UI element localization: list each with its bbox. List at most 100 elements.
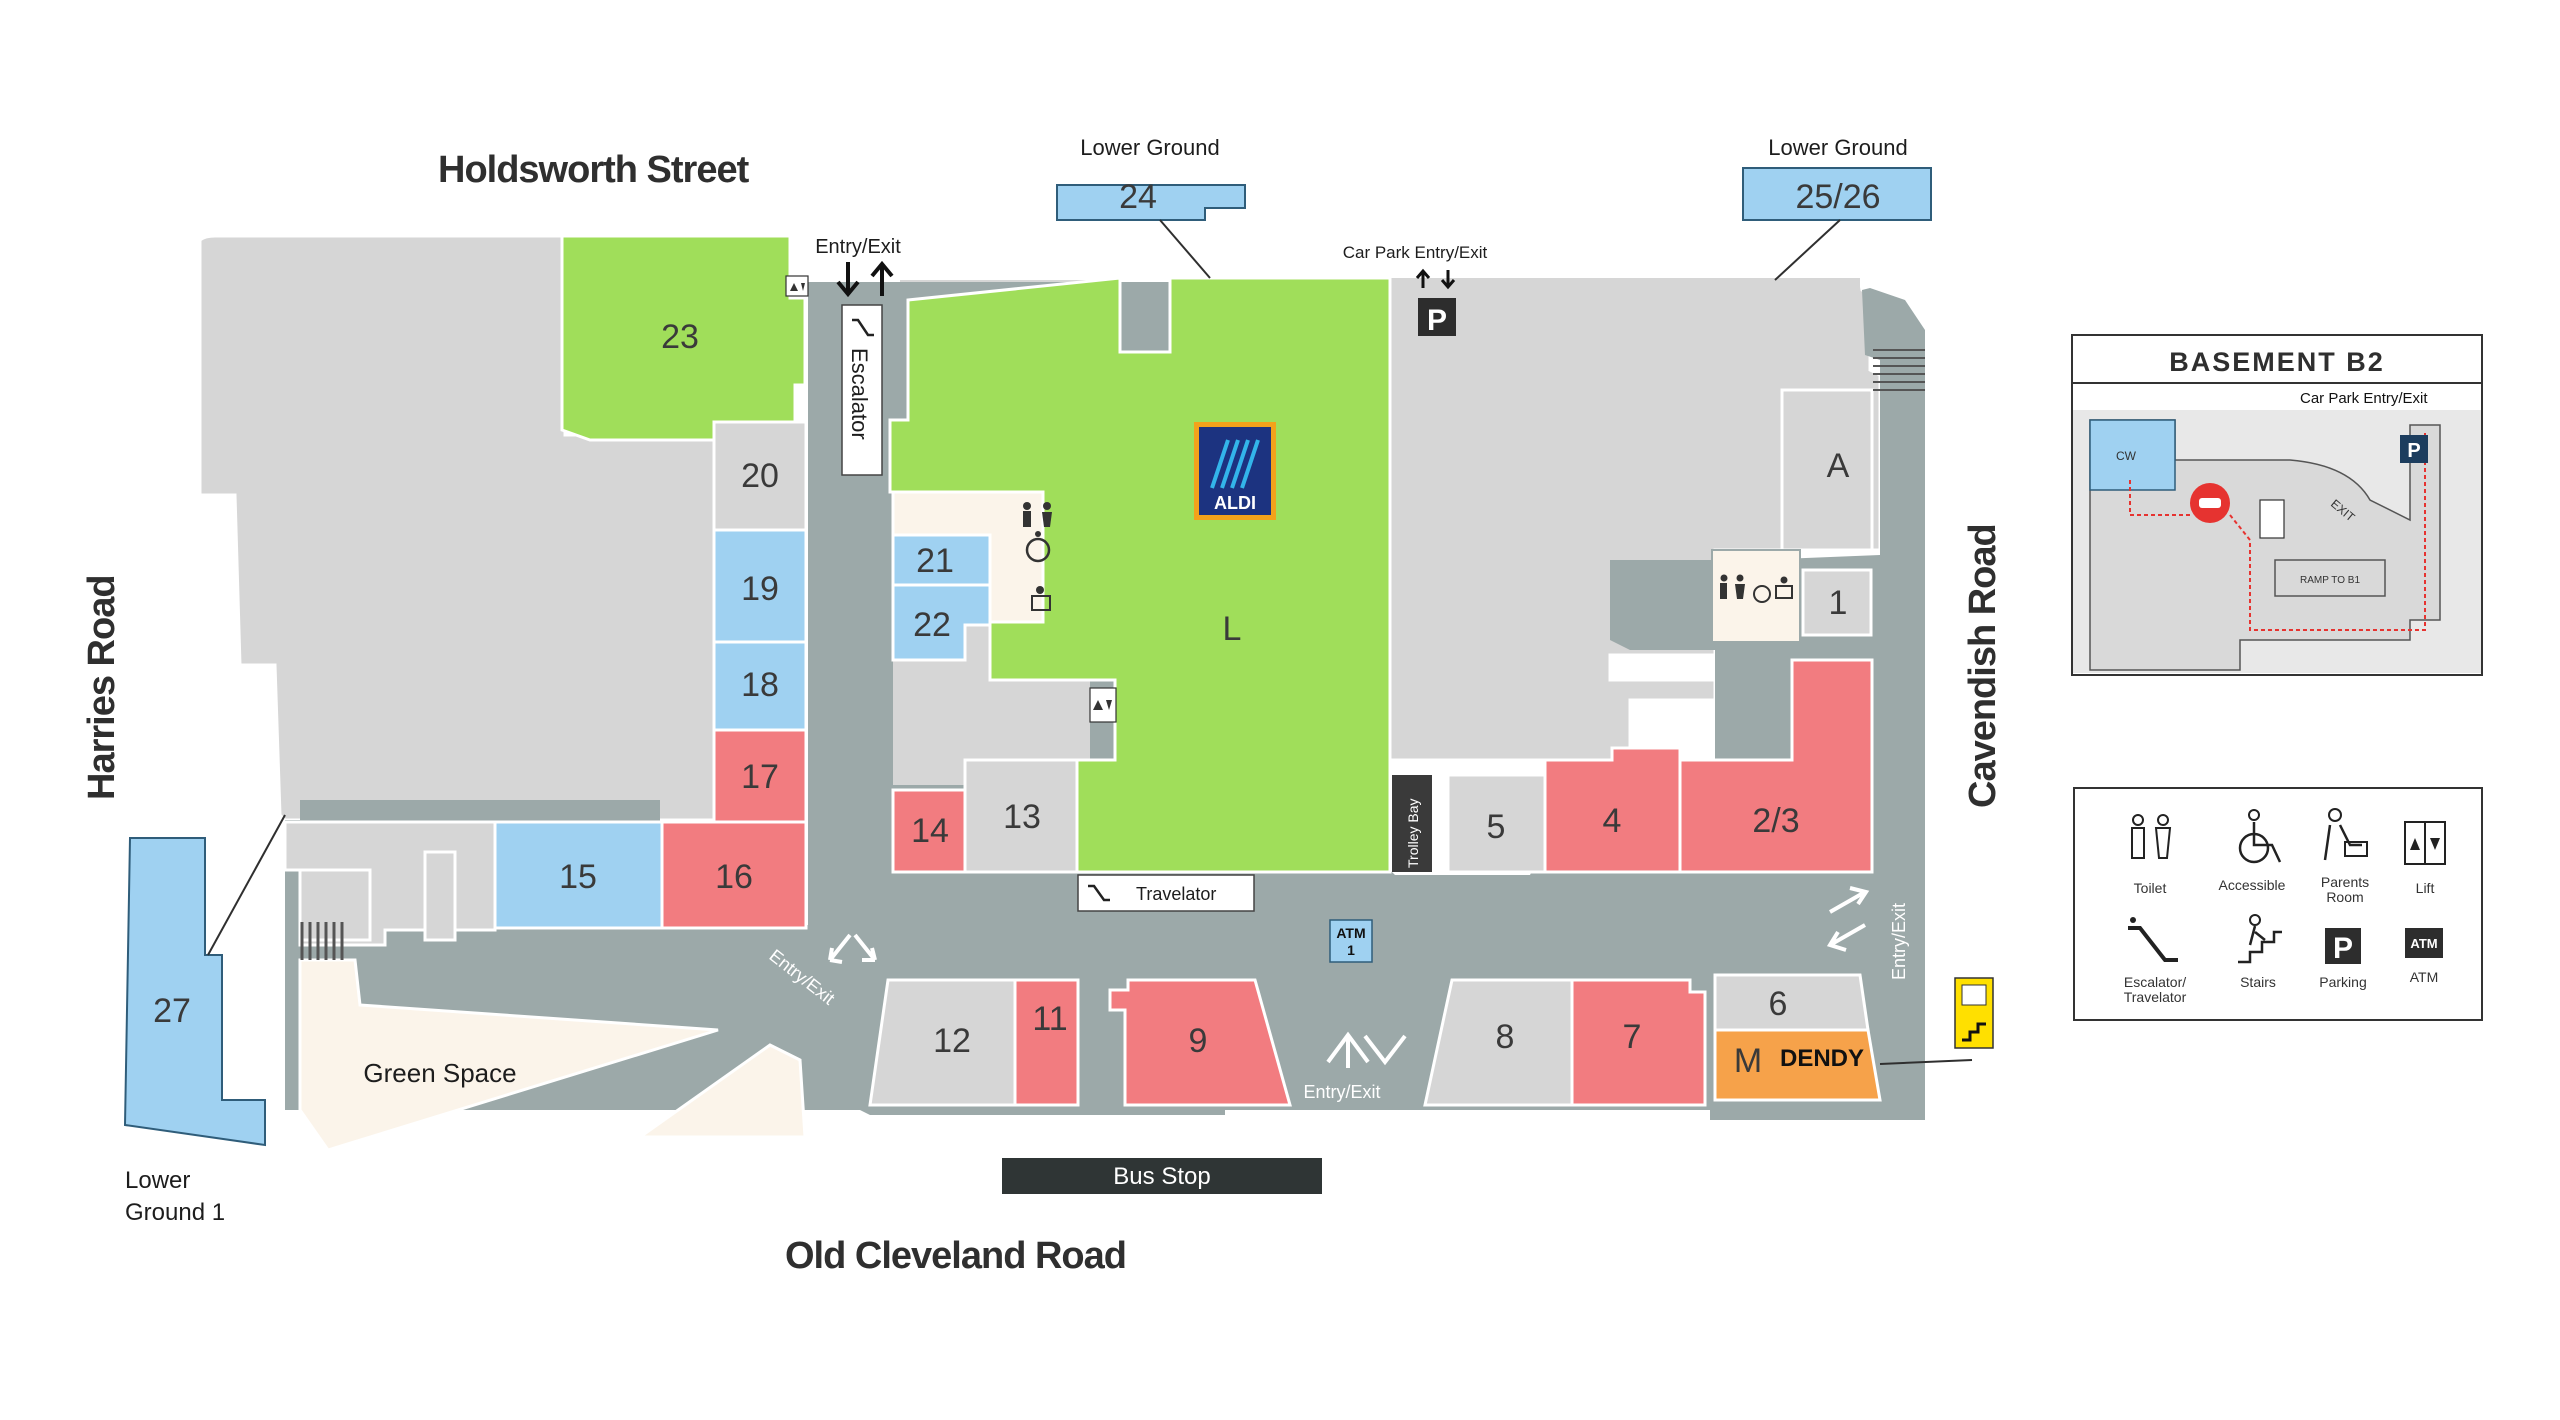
shop-7[interactable]: 7 (1570, 978, 1707, 1107)
shop-20[interactable]: 20 (712, 420, 808, 532)
parents-room-icon (1031, 586, 1051, 611)
shop-M-dendy[interactable]: M DENDY (1713, 1028, 1882, 1102)
entry-south[interactable]: Entry/Exit (1303, 1031, 1407, 1102)
shop-25-26-label: 25/26 (1795, 178, 1880, 216)
shop-27[interactable]: 27 (123, 837, 266, 1147)
basement-car-park-label: Car Park Entry/Exit (2300, 390, 2428, 407)
shop-14-label: 14 (911, 812, 949, 850)
shop-12[interactable]: 12 (868, 978, 1017, 1107)
escalator-icon (852, 318, 874, 337)
basement-cw-label: CW (2116, 449, 2137, 463)
shop-19-label: 19 (741, 570, 779, 608)
arrow-in-icon (1826, 923, 1866, 952)
shop-13[interactable]: 13 (963, 758, 1079, 874)
arrow-in-icon (828, 933, 852, 964)
stairs-lift-sign (1954, 977, 1994, 1049)
basement-cw (2089, 419, 2176, 491)
leader-line-25 (1774, 219, 1841, 281)
legend-stairs-label: Stairs (2240, 974, 2276, 990)
shop-19[interactable]: 19 (712, 528, 808, 644)
shop-1[interactable]: 1 (1801, 568, 1873, 637)
shop-6[interactable]: 6 (1713, 973, 1870, 1032)
street-north: Holdsworth Street (438, 149, 750, 191)
shop-24[interactable]: 24 (1056, 178, 1246, 221)
legend-toilet-label: Toilet (2134, 880, 2167, 896)
shop-27-label: 27 (153, 992, 191, 1030)
street-east: Cavendish Road (1962, 524, 2004, 808)
shop-14[interactable]: 14 (891, 788, 967, 874)
travelator-box: Travelator (1077, 874, 1255, 912)
travelator-label: Travelator (1136, 884, 1216, 904)
shop-11[interactable]: 11 (1013, 978, 1080, 1107)
entry-east[interactable]: Entry/Exit (1826, 886, 1909, 980)
parents-room-icon (1775, 576, 1793, 599)
shop-16[interactable]: 16 (660, 820, 808, 930)
shop-8[interactable]: 8 (1423, 978, 1574, 1107)
shop-9-label: 9 (1189, 1022, 1208, 1060)
parking-p: P (1427, 304, 1447, 337)
trolley-bay: Trolley Bay (1392, 775, 1432, 872)
parking-icon (1418, 298, 1456, 336)
arrow-in-icon (836, 262, 860, 298)
shop-18[interactable]: 18 (712, 640, 808, 732)
legend-accessible: Accessible (2219, 809, 2286, 893)
atm-number: 1 (1347, 942, 1355, 958)
arrow-out-icon (1829, 886, 1870, 914)
shop-L-label: L (1223, 610, 1242, 648)
trolley-bay-label: Trolley Bay (1405, 798, 1421, 868)
lift-icon (1089, 687, 1117, 723)
lower-ground-label-24: Lower Ground (1080, 135, 1219, 160)
travelator-icon (1088, 884, 1110, 902)
legend-atm: ATM ATM (2405, 928, 2443, 985)
shop-17[interactable]: 17 (712, 728, 808, 824)
basement-inset: BASEMENT B2 Car Park Entry/Exit CW RAMP … (2071, 334, 2483, 676)
leader-line-27 (207, 814, 286, 956)
escalator-box: Escalator (841, 304, 883, 476)
shop-5[interactable]: 5 (1446, 773, 1547, 874)
shop-16-label: 16 (715, 858, 753, 896)
legend-parents: Parents Room (2321, 808, 2369, 905)
shop-4[interactable]: 4 (1543, 746, 1682, 874)
street-south: Old Cleveland Road (785, 1235, 1126, 1277)
stairs-marking (300, 922, 344, 960)
shop-A[interactable]: A (1780, 388, 1874, 552)
shop-23-label: 23 (661, 318, 699, 356)
shop-22[interactable]: 22 (891, 583, 992, 662)
basement-ramp-label: RAMP TO B1 (2300, 575, 2360, 586)
basement-title: BASEMENT B2 (2169, 347, 2385, 377)
legend-escalator: Escalator/ Travelator (2124, 917, 2187, 1005)
lower-ground-1-line2: Ground 1 (125, 1199, 225, 1226)
legend-escalator-label-2: Travelator (2124, 989, 2187, 1005)
legend-toilet: Toilet (2131, 814, 2172, 896)
shop-23[interactable]: 23 (560, 234, 807, 442)
legend-parents-label-2: Room (2326, 889, 2363, 905)
atm-label: ATM (1336, 925, 1365, 941)
shop-17-label: 17 (741, 758, 779, 796)
basement-lift-icon (2259, 499, 2285, 539)
shop-2-3-label: 2/3 (1752, 802, 1799, 840)
basement-parking-icon (2400, 435, 2428, 463)
entry-north[interactable]: Entry/Exit (815, 236, 901, 298)
shop-5-label: 5 (1487, 808, 1506, 846)
legend-stairs: Stairs (2238, 914, 2282, 990)
car-park-entry[interactable]: Car Park Entry/Exit P (1343, 243, 1488, 337)
lift-icon (785, 275, 809, 297)
shop-20-label: 20 (741, 457, 779, 495)
basement-parking-p: P (2407, 440, 2420, 462)
leader-line-24 (1159, 219, 1211, 279)
shop-15-label: 15 (559, 858, 597, 896)
bus-stop: Bus Stop (1002, 1158, 1322, 1194)
shop-9[interactable]: 9 (1108, 978, 1292, 1107)
arrow-up-icon (1326, 1031, 1370, 1068)
car-park-entry-label: Car Park Entry/Exit (1343, 243, 1488, 262)
shop-2-3[interactable]: 2/3 (1678, 658, 1874, 874)
atm-1[interactable]: ATM 1 (1329, 919, 1373, 963)
shop-25-26[interactable]: 25/26 (1742, 167, 1932, 221)
shop-13-label: 13 (1003, 798, 1041, 836)
shop-15[interactable]: 15 (493, 820, 664, 930)
shop-21[interactable]: 21 (891, 533, 992, 587)
shop-A-label: A (1827, 447, 1850, 485)
legend-parking: P Parking (2319, 928, 2367, 990)
green-space-label: Green Space (363, 1058, 516, 1088)
legend: Toilet Accessible Parents Room Lift Esca… (2073, 787, 2483, 1021)
